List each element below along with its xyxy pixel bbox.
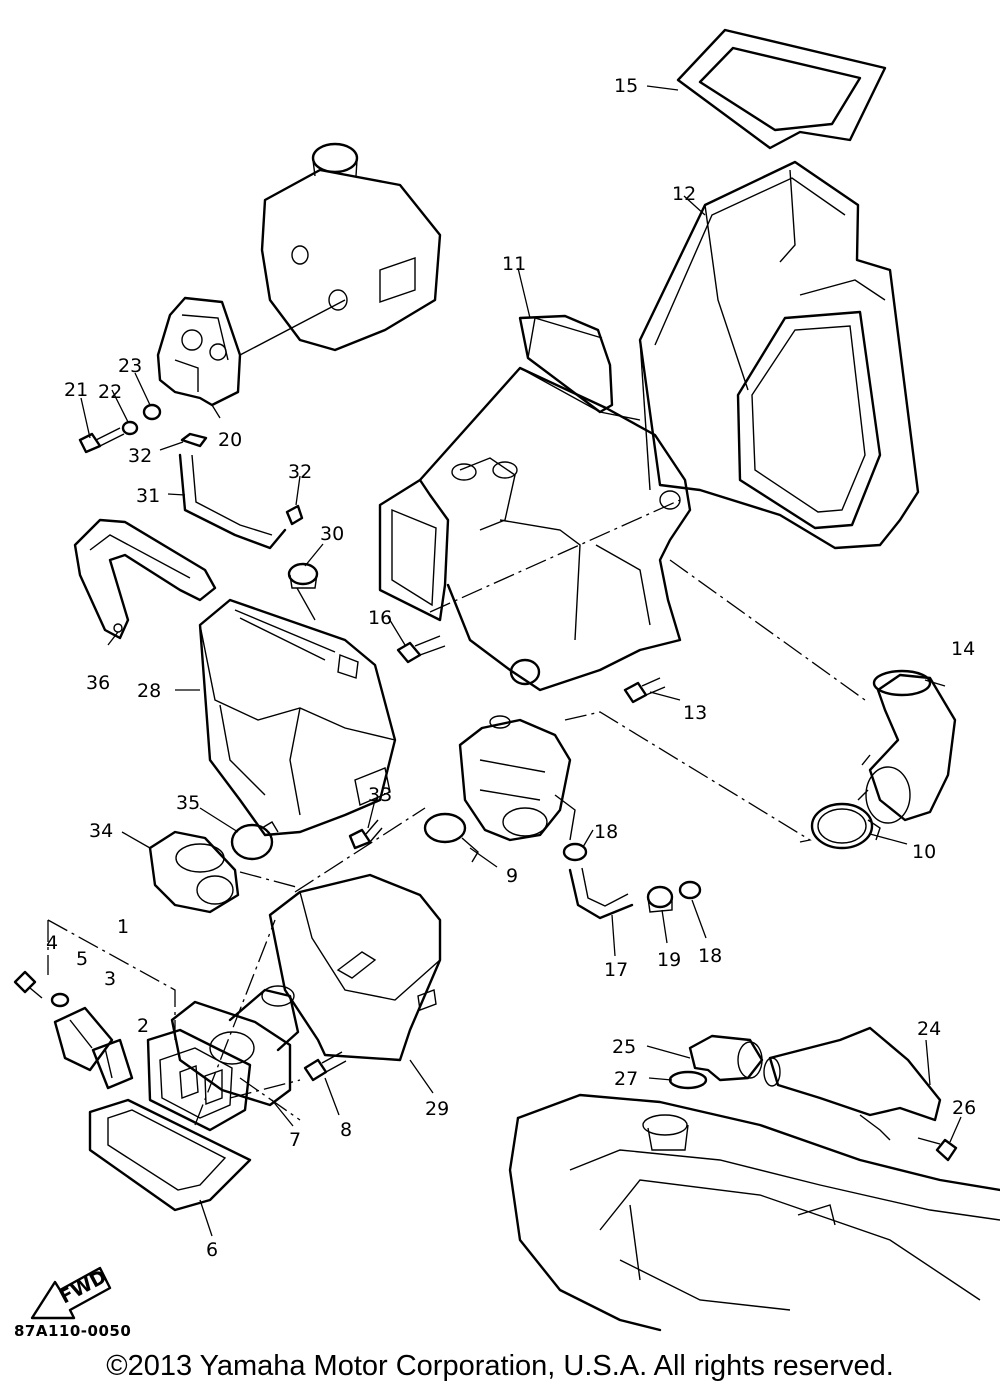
- callout-6: 6: [206, 1239, 218, 1261]
- callout-1: 1: [117, 916, 129, 938]
- part-7-manifold: [170, 985, 300, 1107]
- callout-36: 36: [86, 672, 110, 694]
- part-35-clamp: [230, 821, 279, 861]
- part-14-duct: [857, 669, 957, 824]
- callout-21: 21: [64, 379, 88, 401]
- callout-9: 9: [506, 865, 518, 887]
- part-32-clip: [180, 432, 208, 448]
- callout-19: 19: [657, 949, 681, 971]
- part-23-grommet: [142, 403, 162, 421]
- callout-10: 10: [912, 841, 936, 863]
- callout-27: 27: [614, 1068, 638, 1090]
- callout-20: 20: [218, 429, 242, 451]
- part-31-hose: [178, 453, 287, 550]
- leader-lines: [80, 85, 962, 1237]
- part-5-washer: [50, 992, 70, 1008]
- callout-32b: 32: [288, 461, 312, 483]
- callout-28: 28: [137, 680, 161, 702]
- callout-12: 12: [672, 183, 696, 205]
- part-26-bolt: [917, 1137, 958, 1162]
- oil-tank: [260, 142, 442, 352]
- callout-30: 30: [320, 523, 344, 545]
- expansion-chamber: [508, 1093, 1000, 1332]
- part-21-bolt: [78, 427, 125, 454]
- callout-31: 31: [136, 485, 160, 507]
- callout-18a: 18: [594, 821, 618, 843]
- part-32-clip: [285, 504, 304, 526]
- carburetor: [458, 715, 576, 842]
- callout-8: 8: [340, 1119, 352, 1141]
- part-6-gasket: [88, 1098, 252, 1212]
- part-15-gasket: [676, 28, 887, 150]
- part-20-oil-pump: [156, 296, 346, 407]
- part-34-joint: [148, 830, 240, 914]
- callout-25: 25: [612, 1036, 636, 1058]
- part-28-cover: [198, 598, 397, 837]
- callout-18b: 18: [698, 945, 722, 967]
- callouts: 1 2 3 4 5 6 7 8 9 10 11 12 13 14 15 16 1…: [46, 75, 976, 1261]
- part-12-airbox-case: [638, 160, 920, 550]
- fwd-arrow: FWD: [30, 1266, 112, 1320]
- callout-2: 2: [137, 1015, 149, 1037]
- part-19-cap: [646, 885, 674, 913]
- callout-11: 11: [502, 253, 526, 275]
- part-18-clip: [678, 880, 702, 900]
- callout-5: 5: [76, 948, 88, 970]
- callout-35: 35: [176, 792, 200, 814]
- part-3-stopper: [53, 1006, 114, 1072]
- part-29-intake-housing: [268, 873, 442, 1062]
- callout-32a: 32: [128, 445, 152, 467]
- callout-33: 33: [368, 784, 392, 806]
- part-33-bolt: [348, 819, 383, 850]
- callout-23: 23: [118, 355, 142, 377]
- part-8-bolt: [303, 1051, 347, 1082]
- callout-15: 15: [614, 75, 638, 97]
- callout-16: 16: [368, 607, 392, 629]
- part-36-bracket: [73, 518, 217, 640]
- part-4-screw: [13, 970, 43, 999]
- part-27-o-ring: [668, 1070, 708, 1090]
- part-1-reed-valve-assy: [146, 1028, 252, 1132]
- part-2-reed: [91, 1038, 134, 1090]
- callout-26: 26: [952, 1097, 976, 1119]
- part-22-washer: [121, 420, 139, 436]
- callout-14: 14: [951, 638, 975, 660]
- part-16-bolt: [396, 635, 446, 664]
- callout-13: 13: [683, 702, 707, 724]
- part-24-pipe: [763, 1026, 942, 1141]
- reference-lines: [47, 499, 866, 1126]
- part-25-elbow: [688, 1034, 764, 1082]
- callout-29: 29: [425, 1098, 449, 1120]
- callout-24: 24: [917, 1018, 941, 1040]
- part-18-clip: [562, 842, 588, 862]
- copyright-notice: ©2013 Yamaha Motor Corporation, U.S.A. A…: [106, 1350, 894, 1382]
- part-9-clamp: [423, 812, 479, 863]
- callout-34: 34: [89, 820, 113, 842]
- part-13-bolt: [623, 677, 666, 704]
- callout-4: 4: [46, 932, 58, 954]
- part-30-cap: [287, 562, 319, 589]
- callout-7: 7: [289, 1129, 301, 1151]
- callout-17: 17: [604, 959, 628, 981]
- part-17-hose: [568, 867, 634, 920]
- callout-3: 3: [104, 968, 116, 990]
- callout-22: 22: [98, 381, 122, 403]
- drawing-code: 87A110-0050: [14, 1322, 132, 1340]
